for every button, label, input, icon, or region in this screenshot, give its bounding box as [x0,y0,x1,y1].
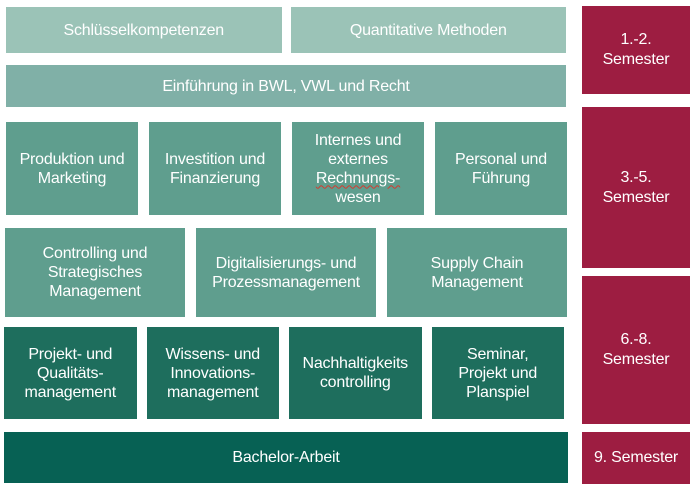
semester-badge-label: 1.-2. Semester [602,31,670,68]
module-einfuehrung-bwl-vwl-recht: Einführung in BWL, VWL und Recht [6,65,566,107]
module-label: Personal und Führung [455,150,547,187]
module-supply-chain-management: Supply Chain Management [387,228,567,317]
module-schluesselkompetenzen: Schlüsselkompetenzen [6,7,282,53]
semester-badge-1-2: 1.-2. Semester [582,6,690,94]
module-wissens-innovationsmanagement: Wissens- und Innovations- management [146,327,279,419]
module-produktion-marketing: Produktion und Marketing [6,122,138,215]
row-foundation-top: Schlüsselkompetenzen Quantitative Method… [6,7,566,53]
semester-badge-label: 9. Semester [593,449,679,466]
module-label: Produktion und Marketing [19,150,125,187]
row-core-modules-2: Controlling und Strategisches Management… [5,228,567,317]
module-controlling-strategisches-management: Controlling und Strategisches Management [5,228,185,317]
semester-badge-3-5: 3.-5. Semester [582,107,690,268]
row-thesis: Bachelor-Arbeit [4,432,568,483]
module-label: Investition und Finanzierung [164,150,266,187]
module-label: Internes und externes [314,131,402,168]
module-label: Digitalisierungs- und Prozessmanagement [212,254,360,291]
module-projekt-qualitaetsmanagement: Projekt- und Qualitäts- management [4,327,137,419]
module-label: Nachhaltigkeits controlling [302,355,408,391]
module-label: Einführung in BWL, VWL und Recht [162,77,410,95]
module-personal-fuehrung: Personal und Führung [435,122,567,215]
module-nachhaltigkeitscontrolling: Nachhaltigkeits controlling [289,327,422,419]
row-advanced-modules: Projekt- und Qualitäts- management Wisse… [4,327,564,419]
row-core-modules-1: Produktion und Marketing Investition und… [6,122,567,215]
module-investition-finanzierung: Investition und Finanzierung [149,122,281,215]
semester-badge-label: 6.-8. Semester [602,331,670,368]
module-label: Supply Chain Management [430,254,524,291]
module-digitalisierung-prozessmanagement: Digitalisierungs- und Prozessmanagement [196,228,376,317]
module-label: wesen [335,188,381,206]
module-label-spellcheck-squiggle: Rechnungs- [315,169,401,187]
module-label: Seminar, Projekt und Planspiel [458,345,538,401]
module-bachelor-arbeit: Bachelor-Arbeit [4,432,568,483]
module-label: Bachelor-Arbeit [232,449,340,466]
module-label: Wissens- und Innovations- management [165,345,261,401]
module-quantitative-methoden: Quantitative Methoden [290,7,566,53]
module-label: Schlüsselkompetenzen [63,21,225,39]
semester-badge-9: 9. Semester [582,432,690,484]
module-rechnungswesen: Internes und externes Rechnungs- wesen [292,122,424,215]
semester-badge-6-8: 6.-8. Semester [582,276,690,424]
module-label: Projekt- und Qualitäts- management [24,345,117,401]
module-label: Quantitative Methoden [349,21,507,39]
semester-badge-label: 3.-5. Semester [602,168,670,206]
module-seminar-projekt-planspiel: Seminar, Projekt und Planspiel [431,327,564,419]
row-foundation-wide: Einführung in BWL, VWL und Recht [6,65,566,107]
module-label: Controlling und Strategisches Management [42,245,148,300]
